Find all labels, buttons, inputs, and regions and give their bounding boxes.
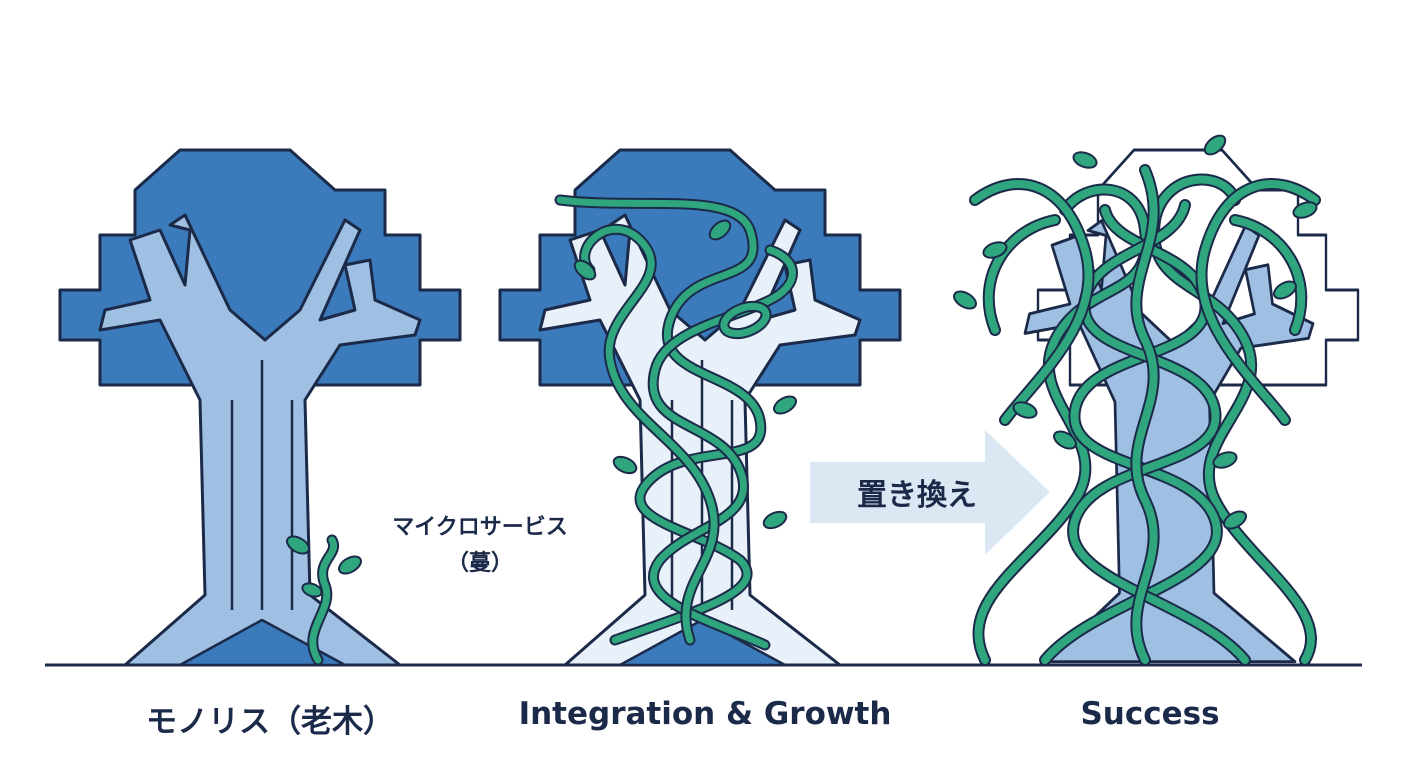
sprout-vine [286,534,362,666]
vine-label: マイクロサービス （蔓） [330,510,630,582]
vine-label-line1: マイクロサービス [392,515,568,540]
success-caption: Success [1080,696,1220,732]
success-tree [953,134,1360,666]
integration-tree [498,148,902,667]
vine-label-line2: （蔓） [446,551,513,576]
integration-caption: Integration & Growth [518,696,892,732]
dense-vines [969,164,1321,666]
replace-arrow [810,430,1050,555]
monolith-tree [58,148,462,667]
monolith-caption: モノリス（老木） [146,704,394,740]
arrow-label: 置き換え [857,478,977,513]
climbing-vines [554,194,798,651]
